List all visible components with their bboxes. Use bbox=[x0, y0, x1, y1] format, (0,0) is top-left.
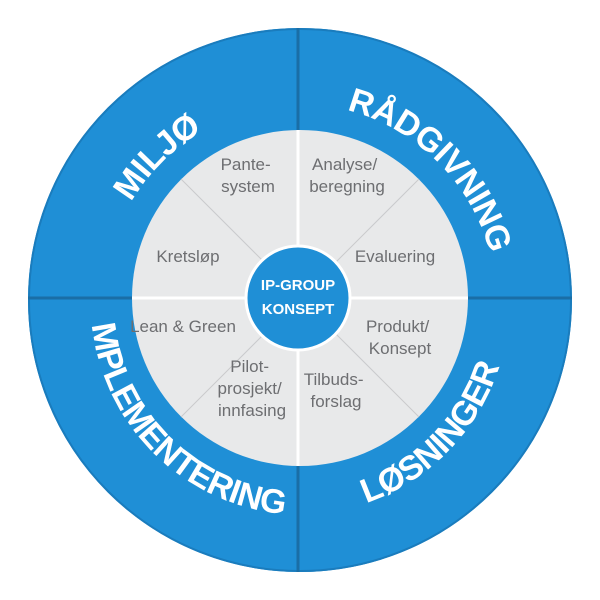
segment-tilbud-line2: forslag bbox=[310, 392, 361, 411]
segment-kretslop-line1: Kretsløp bbox=[156, 247, 219, 266]
segment-analyse: Analyse/ beregning bbox=[309, 155, 385, 196]
outer-ring-edge bbox=[28, 28, 572, 572]
segment-evaluering-line1: Evaluering bbox=[355, 247, 435, 266]
segment-lean-line1: Lean & Green bbox=[130, 317, 236, 336]
hub-label-line1: IP-GROUP bbox=[261, 277, 335, 294]
segment-pilot-line2: prosjekt/ bbox=[218, 379, 283, 398]
segment-produkt-line1: Produkt/ bbox=[366, 317, 430, 336]
segment-pilot: Pilot- prosjekt/ innfasing bbox=[218, 357, 287, 420]
segment-pilot-line3: innfasing bbox=[218, 401, 286, 420]
segment-produkt: Produkt/ Konsept bbox=[366, 317, 434, 358]
segment-pantesystem-line2: system bbox=[221, 177, 275, 196]
segment-pantesystem-line1: Pante- bbox=[221, 155, 271, 174]
hub-label-line2: KONSEPT bbox=[262, 301, 335, 318]
segment-kretslop: Kretsløp bbox=[156, 247, 219, 266]
segment-lean: Lean & Green bbox=[130, 317, 236, 336]
segment-analyse-line1: Analyse/ bbox=[312, 155, 377, 174]
segment-produkt-line2: Konsept bbox=[369, 339, 432, 358]
segment-evaluering: Evaluering bbox=[355, 247, 435, 266]
segment-tilbud-line1: Tilbuds- bbox=[304, 370, 364, 389]
center-hub bbox=[244, 244, 352, 352]
segment-pilot-line1: Pilot- bbox=[230, 357, 269, 376]
segment-tilbud: Tilbuds- forslag bbox=[304, 370, 369, 411]
segment-analyse-line2: beregning bbox=[309, 177, 385, 196]
segment-pantesystem: Pante- system bbox=[221, 155, 276, 196]
